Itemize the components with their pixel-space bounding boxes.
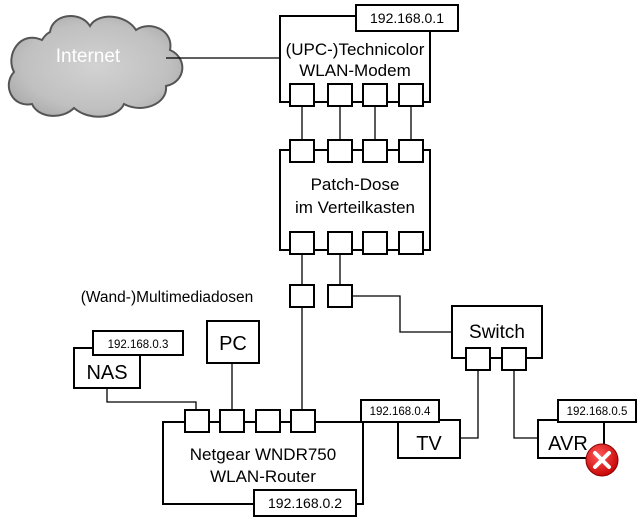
wall-outlet-2 bbox=[327, 284, 353, 308]
switch-label: Switch bbox=[469, 322, 525, 343]
avr-ip-box bbox=[557, 399, 637, 423]
nas-label: NAS bbox=[86, 362, 127, 384]
avr-label: AVR bbox=[548, 433, 588, 455]
pc-label: PC bbox=[219, 333, 247, 355]
modem-ip: 192.168.0.1 bbox=[370, 10, 444, 26]
modem-port bbox=[398, 83, 424, 107]
router-port bbox=[219, 409, 245, 433]
connection-lines bbox=[106, 57, 538, 439]
error-cross bbox=[593, 451, 611, 469]
modem-port bbox=[362, 83, 388, 107]
x-error-icon bbox=[585, 443, 619, 477]
router-name-line2: WLAN-Router bbox=[210, 467, 316, 486]
wall-outlets: (Wand-)Multimediadosen bbox=[81, 284, 353, 308]
avr-ip: 192.168.0.5 bbox=[567, 406, 628, 418]
modem-port bbox=[327, 83, 353, 107]
wall-outlets-label: (Wand-)Multimediadosen bbox=[81, 289, 254, 306]
router-name-line1: Netgear WNDR750 bbox=[190, 445, 336, 464]
patch-top-port bbox=[398, 139, 424, 163]
patch-top-port bbox=[362, 139, 388, 163]
modem-port bbox=[289, 83, 315, 107]
nas-ip-box bbox=[92, 330, 184, 356]
line-nas-router bbox=[106, 388, 197, 410]
tv: 192.168.0.4 TV bbox=[360, 399, 461, 459]
patch-bottom-port bbox=[398, 231, 424, 255]
tv-ip-box bbox=[360, 399, 440, 423]
nas: 192.168.0.3 NAS bbox=[73, 330, 184, 389]
modem: 192.168.0.1 (UPC-)Technicolor WLAN-Modem bbox=[279, 4, 459, 107]
modem-name-line1: (UPC-)Technicolor bbox=[286, 40, 425, 59]
patch-panel: Patch-Dose im Verteilkasten bbox=[279, 139, 431, 255]
line-switch-tv bbox=[460, 370, 479, 439]
patch-top-port bbox=[289, 139, 315, 163]
internet-label: Internet bbox=[56, 46, 121, 67]
tv-ip: 192.168.0.4 bbox=[370, 406, 431, 418]
internet-cloud: Internet bbox=[7, 14, 184, 118]
router-port bbox=[290, 409, 316, 433]
router-ip: 192.168.0.2 bbox=[268, 495, 342, 511]
tv-label: TV bbox=[416, 433, 442, 455]
switch-port bbox=[465, 347, 491, 371]
switch-port bbox=[501, 347, 527, 371]
router-port bbox=[184, 409, 210, 433]
patch-name-line2: im Verteilkasten bbox=[295, 198, 415, 217]
patch-top-port bbox=[327, 139, 353, 163]
line-outlet-switch bbox=[352, 295, 452, 333]
wall-outlet-1 bbox=[289, 284, 315, 308]
router-port bbox=[255, 409, 281, 433]
nas-ip: 192.168.0.3 bbox=[108, 339, 169, 351]
router-ip-box bbox=[253, 489, 357, 517]
tv-box bbox=[397, 419, 461, 459]
modem-ip-box bbox=[355, 4, 459, 32]
pc-box bbox=[206, 320, 260, 364]
switch: Switch bbox=[451, 305, 543, 371]
patch-bottom-port bbox=[327, 231, 353, 255]
pc: PC bbox=[206, 320, 260, 364]
router: Netgear WNDR750 WLAN-Router 192.168.0.2 bbox=[162, 409, 364, 517]
avr: 192.168.0.5 AVR bbox=[537, 399, 637, 477]
patch-name-line1: Patch-Dose bbox=[311, 175, 400, 194]
patch-bottom-port bbox=[289, 231, 315, 255]
line-switch-avr bbox=[513, 370, 538, 439]
modem-name-line2: WLAN-Modem bbox=[299, 61, 410, 80]
cloud-shape bbox=[7, 14, 184, 118]
patch-bottom-port bbox=[362, 231, 388, 255]
